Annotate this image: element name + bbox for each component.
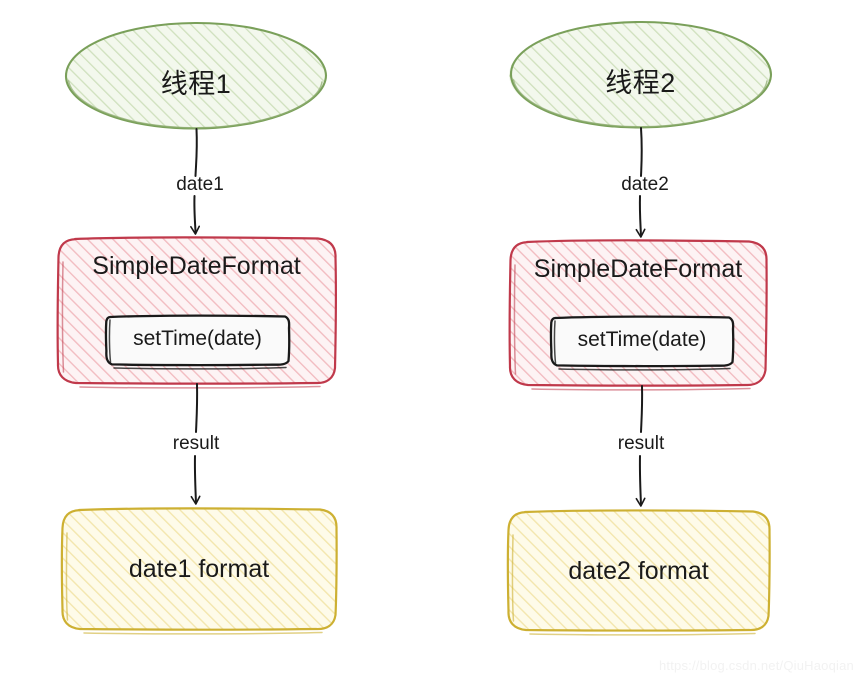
output-node-left-outline-sketch <box>65 532 323 635</box>
output-node-left-outline <box>60 507 338 631</box>
processor-node-left-outline-sketch <box>61 261 321 389</box>
method-node-left-fill <box>106 316 289 364</box>
method-node-left-outline-sketch <box>108 319 287 370</box>
processor-node-left-outline <box>56 236 338 385</box>
thread-node-left-outline-sketch <box>67 80 323 129</box>
processor-node-right[interactable] <box>508 239 768 391</box>
edge-result-right <box>635 385 646 507</box>
method-node-right-outline-sketch <box>553 320 731 371</box>
edge-result-left <box>190 383 201 505</box>
thread-node-right-outline-sketch <box>512 79 768 128</box>
thread-node-right[interactable] <box>509 20 773 129</box>
output-node-left[interactable] <box>60 507 338 635</box>
output-node-right-outline <box>506 509 771 632</box>
method-node-right-outline <box>549 315 735 368</box>
output-node-right-outline-sketch <box>511 534 756 636</box>
edge-date2 <box>635 127 646 238</box>
method-node-right[interactable] <box>549 315 735 371</box>
output-node-left-fill <box>62 509 336 629</box>
thread-node-left[interactable] <box>64 21 328 130</box>
method-node-left[interactable] <box>104 314 291 370</box>
watermark: https://blog.csdn.net/QiuHaoqian <box>658 658 854 673</box>
edge-date1 <box>190 128 201 235</box>
processor-node-right-outline-sketch <box>513 264 751 391</box>
method-node-left-outline <box>104 314 291 367</box>
processor-node-right-outline <box>508 239 768 387</box>
method-node-right-fill <box>551 317 733 365</box>
output-node-right-fill <box>508 511 769 630</box>
output-node-right[interactable] <box>506 509 771 636</box>
thread-node-left-fill <box>66 23 326 129</box>
thread-node-right-fill <box>509 22 771 128</box>
